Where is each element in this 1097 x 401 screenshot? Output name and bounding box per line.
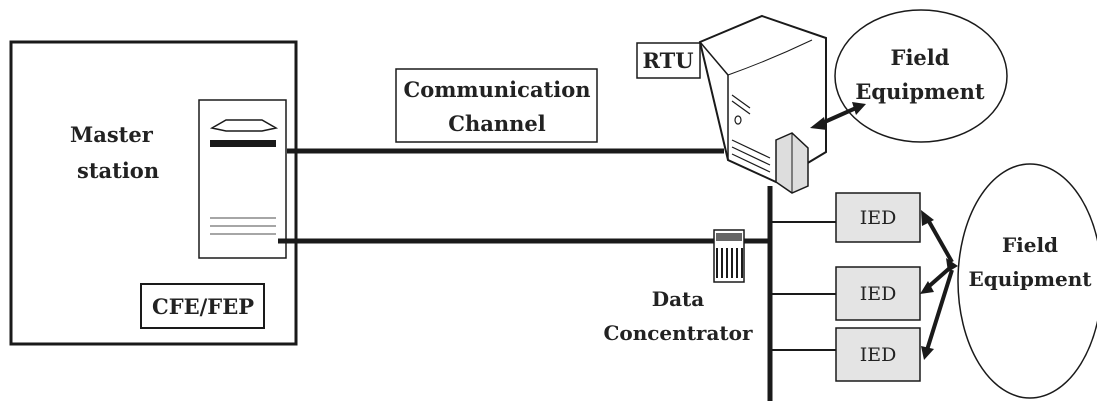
- rtu-field-arrow: [810, 102, 866, 130]
- field-equipment-top-label-line2: Equipment: [855, 79, 984, 104]
- field-equipment-right-label-line1: Field: [1002, 233, 1058, 257]
- ied-box-3: [835, 327, 921, 382]
- cfe-fep-label: CFE/FEP: [152, 294, 254, 319]
- rtu-label: RTU: [642, 48, 693, 73]
- ied-label-1: IED: [860, 207, 897, 229]
- rtu-device-icon: [698, 14, 827, 194]
- cfe-fep-box: [140, 283, 265, 329]
- ied-field-arrows: [920, 210, 958, 360]
- ied-label-2: IED: [860, 283, 897, 305]
- rtu-label-box: [636, 42, 701, 79]
- field-equipment-right: [957, 163, 1097, 399]
- field-equipment-right-label-line2: Equipment: [968, 267, 1092, 291]
- server-icon: [198, 99, 287, 259]
- field-equipment-top: [834, 9, 1008, 143]
- data-concentrator-label-line2: Concentrator: [603, 321, 753, 345]
- field-equipment-top-label-line1: Field: [891, 45, 950, 70]
- master-station-label-line1: Master: [70, 122, 154, 147]
- communication-channel-box: [395, 68, 598, 143]
- master-station-label-line2: station: [77, 158, 159, 183]
- ied-box-2: [835, 266, 921, 321]
- ied-label-3: IED: [860, 344, 897, 366]
- ied-box-1: [835, 192, 921, 243]
- data-concentrator-label-line1: Data: [652, 287, 705, 311]
- communication-channel-label-line2: Channel: [448, 111, 545, 136]
- communication-channel-label-line1: Communication: [403, 77, 590, 102]
- data-concentrator-icon: [713, 229, 745, 283]
